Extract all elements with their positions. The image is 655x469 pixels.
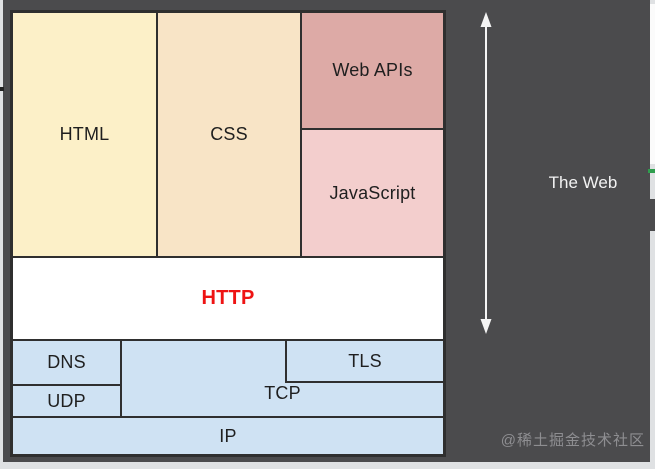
tls-label: TLS	[348, 350, 382, 371]
http-box: HTTP	[13, 258, 443, 339]
web-stack-diagram: HTML CSS Web APIs JavaScript HTTP DNS UD…	[10, 10, 446, 457]
html-box: HTML	[13, 13, 156, 256]
left-edge-mark	[0, 87, 4, 91]
udp-box: UDP	[13, 386, 120, 416]
javascript-label: JavaScript	[329, 182, 416, 203]
watermark: @稀土掘金技术社区	[500, 432, 645, 449]
css-label: CSS	[210, 124, 248, 144]
http-label: HTTP	[201, 287, 255, 309]
slide-background-notch	[647, 199, 655, 231]
dns-box: DNS	[13, 341, 120, 384]
javascript-box: JavaScript	[302, 130, 443, 256]
page-edge-strip	[650, 4, 655, 164]
tls-box: TLS	[285, 341, 443, 383]
html-label: HTML	[59, 124, 110, 144]
tcp-label: TCP	[264, 383, 301, 403]
css-box: CSS	[158, 13, 300, 256]
web-apis-label: Web APIs	[332, 60, 413, 80]
green-dash-mark	[648, 169, 655, 173]
ip-box: IP	[13, 418, 443, 454]
vertical-double-arrow-icon	[480, 12, 492, 334]
web-apis-box: Web APIs	[302, 13, 443, 128]
udp-label: UDP	[47, 390, 86, 411]
the-web-label: The Web	[548, 173, 618, 192]
slide-background: HTML CSS Web APIs JavaScript HTTP DNS UD…	[3, 0, 650, 462]
dns-label: DNS	[47, 352, 86, 372]
ip-label: IP	[219, 425, 237, 446]
